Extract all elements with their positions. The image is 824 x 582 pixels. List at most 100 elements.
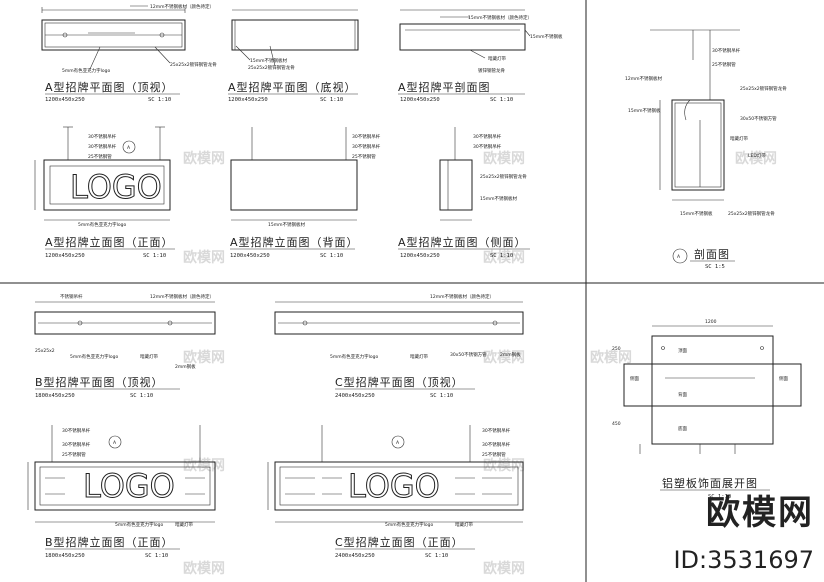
watermark-text: 欧模网 — [183, 457, 225, 474]
panel-section: 30不锈钢吊杆 25不锈钢管 12mm不锈钢板材 15mm不锈钢板 25x25x… — [625, 29, 787, 270]
scale-label: SC 1:10 — [320, 253, 343, 259]
size-label: 1200x450x250 — [45, 253, 85, 259]
view-title: A型招牌立面图（侧面） — [398, 235, 527, 249]
watermark-text: 欧模网 — [483, 457, 525, 474]
annotation: 15mm不锈钢板 — [680, 210, 713, 217]
view-title: A型招牌平面图（底视） — [228, 80, 357, 94]
face-top — [651, 335, 774, 365]
annotation: 25x25x2镀锌钢管龙骨 — [170, 61, 217, 68]
annotation: 30不锈钢吊杆 — [482, 441, 511, 448]
section-badge: A — [396, 440, 400, 446]
watermark-text: 欧模网 — [483, 150, 525, 167]
annotation: 5mm有色亚克力字logo — [62, 67, 110, 74]
scale-label: SC 1:10 — [708, 494, 731, 500]
panel-a-bottom: 15mm不锈钢板材 25x25x2镀锌钢管龙骨 A型招牌平面图（底视） 1200… — [228, 9, 359, 103]
size-label: 1800x450x250 — [45, 553, 85, 559]
annotation: 30x50不锈钢方管 — [450, 351, 487, 358]
face-label: 顶面 — [678, 348, 687, 354]
watermark-text: 欧模网 — [183, 560, 225, 577]
logo-outline: LOGO — [348, 467, 440, 505]
view-title: B型招牌立面图（正面） — [45, 535, 174, 549]
annotation: 25不锈钢管 — [712, 61, 736, 68]
panel-a-side-top: 15mm不锈钢板材（颜色待定） 15mm不锈钢板 暗藏灯带 镀锌钢管龙骨 A型招… — [398, 9, 563, 103]
annotation: 25不锈钢管 — [88, 153, 112, 160]
face-label: 侧面 — [779, 375, 788, 382]
annotation: 25x25x2 — [35, 348, 55, 354]
scale-label: SC 1:10 — [430, 393, 453, 399]
panel-a-top: 12mm不锈钢板材（颜色待定） 25x25x2镀锌钢管龙骨 5mm有色亚克力字l… — [41, 3, 217, 103]
annotation: 5mm有色亚克力字logo — [70, 353, 118, 360]
view-title: C型招牌立面图（正面） — [335, 535, 464, 549]
size-label: 1800x450x250 — [35, 393, 75, 399]
annotation: 5mm有色亚克力字logo — [115, 521, 163, 528]
scale-label: SC 1:10 — [130, 393, 153, 399]
face-label: 背面 — [678, 391, 687, 398]
watermark-text: 欧模网 — [483, 249, 525, 266]
watermark-text: 欧模网 — [183, 150, 225, 167]
size-label: 1200x450x250 — [45, 97, 85, 103]
annotation: 30不锈钢吊杆 — [352, 143, 381, 150]
scale-label: SC 1:5 — [705, 264, 725, 270]
scale-label: SC 1:10 — [148, 97, 171, 103]
document-id: ID:3531697 — [673, 546, 814, 574]
annotation: 25x25x2镀锌钢管龙骨 — [480, 173, 527, 180]
view-title: 铝塑板饰面展开图 — [662, 476, 758, 490]
annotation: 镀锌钢管龙骨 — [478, 67, 505, 74]
scale-label: SC 1:10 — [143, 253, 166, 259]
face-side-right — [772, 363, 802, 407]
watermark-text: 欧模网 — [483, 560, 525, 577]
panel-c-top: 12mm不锈钢板材（颜色待定） 30x50不锈钢方管 5mm有色亚克力字logo… — [274, 293, 524, 399]
dimension-label: 250 — [612, 346, 621, 352]
panel-c-front: A LOGO 30不锈钢吊杆 30不锈钢吊杆 25不锈钢管 5mm有色亚克力字l… — [267, 425, 524, 559]
watermark-text: 欧模网 — [483, 349, 525, 366]
view-title: A型招牌立面图（背面） — [230, 235, 359, 249]
dimension-label: 1200 — [705, 319, 717, 325]
annotation: 15mm不锈钢板 — [530, 33, 563, 40]
annotation: 12mm不锈钢板材（颜色待定） — [150, 3, 214, 10]
annotation: 30不锈钢吊杆 — [88, 143, 117, 150]
panel-unfold: 1200 顶面 背面 底面 侧面 侧面 250 450 铝塑板饰面展开图 SC … — [612, 319, 802, 500]
annotation: 12mm不锈钢板材（颜色待定） — [150, 293, 214, 300]
annotation: 30不锈钢吊杆 — [62, 441, 91, 448]
view-title: A型招牌立面图（正面） — [45, 235, 174, 249]
logo-outline: LOGO — [83, 467, 175, 505]
annotation: 12mm不锈钢板材（颜色待定） — [430, 293, 494, 300]
annotation: 30不锈钢吊杆 — [712, 47, 741, 54]
panel-b-top: 不锈钢吊杆 12mm不锈钢板材（颜色待定） 25x25x2 5mm有色亚克力字l… — [34, 293, 216, 399]
size-label: 1200x450x250 — [400, 97, 440, 103]
annotation: 15mm不锈钢板材（颜色待定） — [468, 14, 532, 21]
annotation: 暗藏灯带 — [175, 521, 193, 528]
annotation: 30不锈钢吊杆 — [482, 427, 511, 434]
annotation: 25不锈钢管 — [482, 451, 506, 458]
annotation: 15mm不锈钢板 — [628, 107, 661, 114]
section-badge: A — [677, 254, 681, 260]
brand-name: 欧模网 — [706, 493, 814, 533]
annotation: 不锈钢吊杆 — [60, 293, 83, 300]
annotation: 15mm不锈钢板材 — [268, 221, 305, 228]
view-title: C型招牌平面图（顶视） — [335, 375, 464, 389]
annotation: 2mm钢板 — [500, 351, 521, 358]
annotation: 2mm钢板 — [175, 363, 196, 370]
scale-label: SC 1:10 — [320, 97, 343, 103]
annotation: 30不锈钢吊杆 — [88, 133, 117, 140]
annotation: 30不锈钢吊杆 — [473, 133, 502, 140]
section-badge: A — [127, 145, 131, 151]
face-label: 底面 — [678, 425, 687, 432]
size-label: 2400x450x250 — [335, 393, 375, 399]
panel-a-side: 30不锈钢吊杆 30不锈钢吊杆 25x25x2镀锌钢管龙骨 15mm不锈钢板材 … — [398, 127, 530, 259]
view-title: A型招牌平剖面图 — [398, 80, 491, 94]
annotation: 15mm不锈钢板材 — [250, 57, 287, 64]
face-back — [651, 363, 774, 407]
scale-label: SC 1:10 — [145, 553, 168, 559]
logo-outline: LOGO — [70, 168, 162, 206]
panel-a-back: 30不锈钢吊杆 30不锈钢吊杆 25不锈钢管 15mm不锈钢板材 A型招牌立面图… — [230, 127, 381, 259]
watermark-text: 欧模网 — [590, 349, 632, 366]
view-title: 剖面图 — [694, 247, 730, 261]
size-label: 2400x450x250 — [335, 553, 375, 559]
watermark-text: 欧模网 — [735, 150, 777, 167]
annotation: 25x25x2镀锌钢管龙骨 — [740, 85, 787, 92]
watermarks: 欧模网 欧模网 欧模网 欧模网 欧模网 欧模网 欧模网 欧模网 欧模网 欧模网 … — [183, 150, 777, 577]
annotation: 暗藏灯带 — [488, 55, 506, 62]
scale-label: SC 1:10 — [425, 553, 448, 559]
annotation: 25不锈钢管 — [352, 153, 376, 160]
